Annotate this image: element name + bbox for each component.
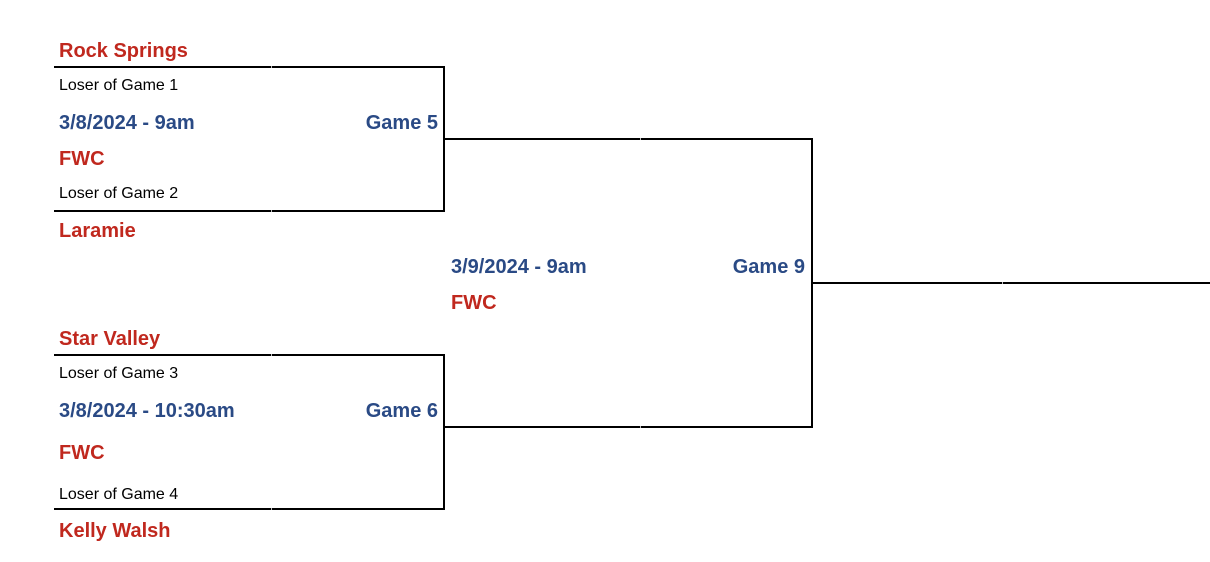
game6-bottom-team: Kelly Walsh [59, 520, 171, 542]
game6-bottom-note: Loser of Game 4 [59, 486, 179, 503]
game6-top-line [54, 354, 445, 356]
game5-bottom-line [54, 210, 445, 212]
game9-top-line-cell-divider [640, 138, 641, 140]
game6-top-team: Star Valley [59, 328, 161, 350]
game9-bottom-line-cell-divider [640, 426, 641, 428]
game6-venue: FWC [59, 442, 105, 464]
game9-label: Game 9 [732, 256, 805, 278]
game5-bottom-note: Loser of Game 2 [59, 185, 179, 202]
game5-label: Game 5 [365, 112, 438, 134]
final-line [811, 282, 1210, 284]
game5-top-line [54, 66, 445, 68]
game5-bottom-team: Laramie [59, 220, 136, 242]
game6-top-line-cell-divider [271, 354, 272, 356]
game5-top-line-cell-divider [271, 66, 272, 68]
game6-connector [443, 354, 445, 510]
game6-top-note: Loser of Game 3 [59, 365, 179, 382]
game9-top-line [443, 138, 813, 140]
game9-venue: FWC [451, 292, 497, 314]
game5-bottom-line-cell-divider [271, 210, 272, 212]
game9-bottom-line [443, 426, 813, 428]
game6-label: Game 6 [365, 400, 438, 422]
game5-datetime: 3/8/2024 - 9am [59, 112, 195, 134]
game9-datetime: 3/9/2024 - 9am [451, 256, 587, 278]
game6-bottom-line-cell-divider [271, 508, 272, 510]
game6-datetime: 3/8/2024 - 10:30am [59, 400, 235, 422]
game5-venue: FWC [59, 148, 105, 170]
final-line-cell-divider [1002, 282, 1003, 284]
game5-top-note: Loser of Game 1 [59, 77, 179, 94]
game6-bottom-line [54, 508, 445, 510]
game5-top-team: Rock Springs [59, 40, 188, 62]
